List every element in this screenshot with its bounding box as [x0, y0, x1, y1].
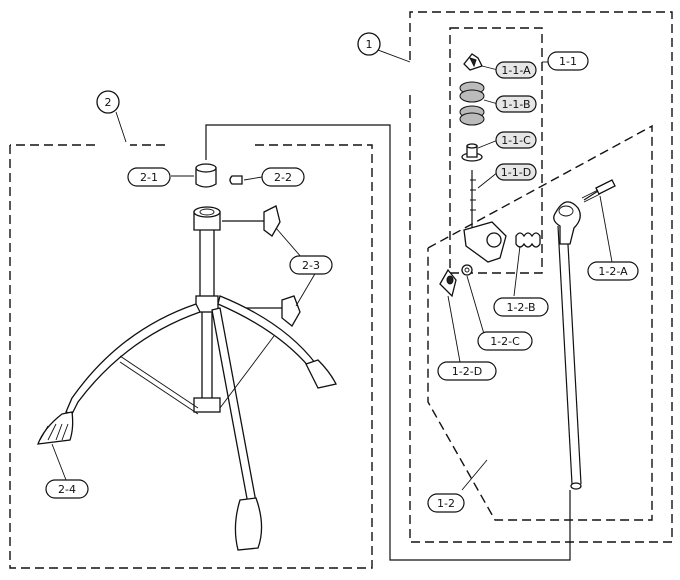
label-1-1-A-text: 1-1-A: [501, 64, 531, 77]
label-1-2-D-text: 1-2-D: [452, 365, 482, 378]
part-2-2-clip: [229, 175, 263, 185]
part-1-2-boom-arm: [461, 201, 582, 491]
label-2-3: 2-3: [289, 255, 333, 275]
label-1-2-A: 1-2-A: [587, 261, 639, 281]
label-2-1: 2-1: [127, 167, 171, 187]
label-1-1-D-text: 1-1-D: [501, 166, 531, 179]
part-1-2-C-washer: [461, 264, 485, 335]
label-1-1-A: 1-1-A: [495, 61, 537, 79]
label-2-1-text: 2-1: [140, 171, 158, 184]
group-1-boundary: [409, 11, 673, 543]
stand-lower-tube: [193, 295, 221, 413]
label-1-2-D: 1-2-D: [437, 361, 497, 381]
group-number-2-text: 2: [105, 96, 112, 109]
part-1-1-C-cup-washer: [461, 139, 499, 162]
leader-2-4: [51, 443, 67, 481]
label-2-2: 2-2: [261, 167, 305, 187]
group-number-1-text: 1: [366, 38, 373, 51]
label-1-1-B-text: 1-1-B: [501, 98, 530, 111]
label-1-1-text: 1-1: [559, 55, 577, 68]
label-2-3-text: 2-3: [302, 259, 320, 272]
stand-upper-tube: [193, 206, 221, 303]
part-1-2-D-wing-bolt: [439, 268, 461, 363]
group-1-1-boundary: [449, 27, 543, 274]
group-number-1: 1: [357, 32, 411, 63]
part-1-1-D-tilter-rod: [463, 170, 507, 263]
part-2-3-wing-bolts: [222, 205, 317, 327]
label-2-4: 2-4: [45, 479, 89, 499]
part-1-1-A-wing-nut: [463, 53, 499, 71]
label-2-4-text: 2-4: [58, 483, 76, 496]
part-2-1-cap: [171, 163, 217, 188]
label-1-2-C: 1-2-C: [477, 331, 533, 351]
label-1-2-C-text: 1-2-C: [490, 335, 520, 348]
stand-legs: [37, 295, 337, 551]
label-1-1-C-text: 1-1-C: [501, 134, 531, 147]
label-1-2-B-text: 1-2-B: [506, 301, 535, 314]
label-1-1-D: 1-1-D: [495, 163, 537, 181]
label-2-2-text: 2-2: [274, 171, 292, 184]
part-1-1-B-felt-washers: [459, 81, 499, 126]
label-1-2: 1-2: [427, 493, 465, 513]
part-1-2-B-spring: [513, 232, 541, 297]
part-1-2-A-bolt: [581, 179, 616, 263]
label-1-2-text: 1-2: [437, 497, 455, 510]
label-1-1-B: 1-1-B: [495, 95, 537, 113]
group-number-2: 2: [96, 90, 127, 143]
label-1-1: 1-1: [542, 51, 589, 71]
label-1-2-B: 1-2-B: [493, 297, 549, 317]
group-1-2-boundary: [427, 124, 653, 521]
group-2-boundary: [9, 144, 373, 569]
label-1-1-C: 1-1-C: [495, 131, 537, 149]
label-1-2-A-text: 1-2-A: [598, 265, 628, 278]
connector-line: [205, 124, 571, 561]
